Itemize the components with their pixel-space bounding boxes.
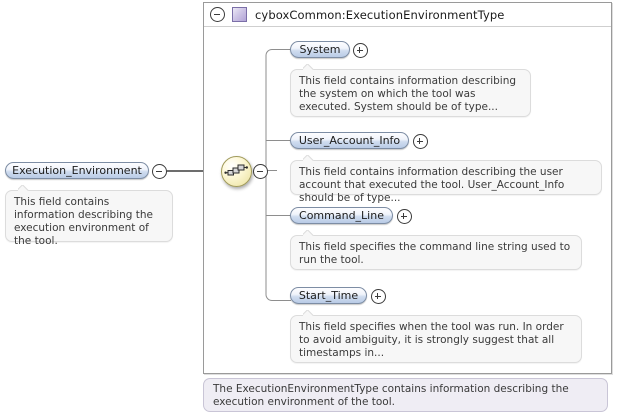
annotation-text: This field specifies when the tool was r… — [299, 321, 564, 359]
annotation-system: This field contains information describi… — [290, 69, 531, 117]
type-documentation-box: The ExecutionEnvironmentType contains in… — [203, 378, 608, 412]
annotation-text: This field specifies the command line st… — [299, 241, 571, 266]
complex-type-title: cyboxCommon:ExecutionEnvironmentType — [255, 7, 505, 22]
element-execution-environment[interactable]: Execution_Environment — [5, 162, 149, 179]
element-label: Command_Line — [299, 208, 384, 222]
plus-toggle-system[interactable] — [353, 43, 368, 62]
sequence-icon[interactable] — [221, 156, 252, 187]
annotation-tail — [18, 185, 29, 191]
element-label: Execution_Environment — [12, 163, 142, 177]
annotation-user-account-info: This field contains information describi… — [290, 160, 602, 204]
complex-type-icon — [232, 7, 247, 22]
annotation-text: This field contains information describi… — [299, 166, 565, 204]
annotation-text: This field contains information describi… — [299, 75, 517, 113]
plus-toggle-start-time[interactable] — [371, 289, 386, 308]
annotation-tail — [303, 64, 314, 70]
plus-toggle-command-line[interactable] — [397, 209, 412, 228]
annotation-start-time: This field specifies when the tool was r… — [290, 315, 582, 363]
minus-toggle-root-icon[interactable] — [152, 164, 167, 183]
minus-toggle-icon[interactable] — [152, 164, 167, 179]
plus-toggle-icon[interactable] — [413, 134, 428, 149]
complex-type-header: cyboxCommon:ExecutionEnvironmentType — [204, 3, 611, 27]
element-system[interactable]: System — [290, 41, 350, 58]
type-documentation-text: The ExecutionEnvironmentType contains in… — [213, 383, 569, 408]
element-label: System — [299, 42, 341, 56]
sequence-glyph — [224, 164, 248, 176]
minus-toggle-sequence-icon[interactable] — [253, 164, 268, 183]
plus-toggle-icon[interactable] — [397, 209, 412, 224]
minus-toggle-icon[interactable] — [210, 7, 225, 22]
element-command-line[interactable]: Command_Line — [290, 207, 393, 224]
annotation-tail — [303, 155, 314, 161]
connector-root-to-sequence — [167, 170, 222, 172]
annotation-text: This field contains information describi… — [14, 196, 154, 247]
annotation-execution-environment: This field contains information describi… — [5, 190, 173, 247]
annotation-tail — [303, 230, 314, 236]
plus-toggle-user-account-info[interactable] — [413, 134, 428, 153]
plus-toggle-icon[interactable] — [353, 43, 368, 58]
annotation-tail — [303, 310, 314, 316]
minus-toggle-icon[interactable] — [253, 164, 268, 179]
element-start-time[interactable]: Start_Time — [290, 287, 367, 304]
element-label: Start_Time — [298, 288, 359, 302]
element-user-account-info[interactable]: User_Account_Info — [290, 132, 409, 149]
plus-toggle-icon[interactable] — [371, 289, 386, 304]
element-label: User_Account_Info — [298, 133, 401, 147]
annotation-command-line: This field specifies the command line st… — [290, 235, 582, 270]
